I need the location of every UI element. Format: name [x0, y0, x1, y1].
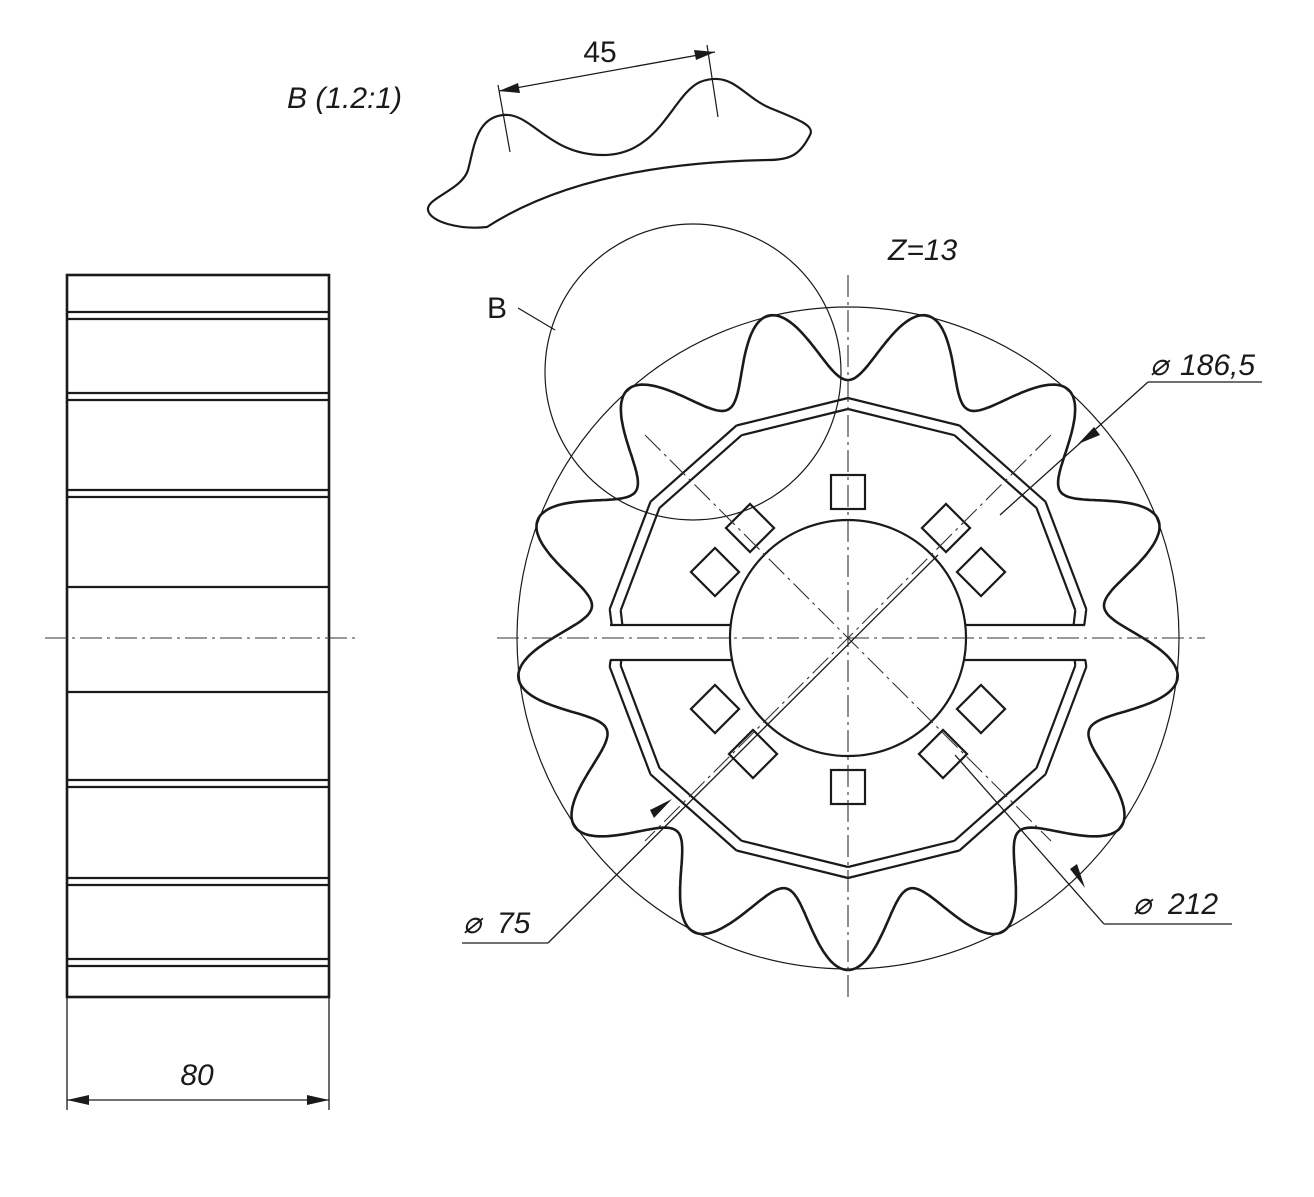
side-view-outline	[65, 273, 331, 999]
pitch-diameter-symbol: ⌀	[1150, 349, 1171, 382]
hub-split-lines	[610, 623, 1086, 662]
bolt-hole-square	[829, 473, 867, 511]
bolt-hole-square	[917, 728, 969, 780]
detail-pitch-dimension-label: 45	[583, 36, 616, 69]
bolt-hole-square	[724, 502, 776, 554]
bolt-hole-square	[920, 502, 972, 554]
outer-diameter-label: 212	[1167, 888, 1218, 921]
main-view: Z=13 B ⌀ 186,5 ⌀ 75 ⌀ 212	[462, 223, 1262, 998]
width-dimension: 80	[66, 997, 330, 1110]
detail-view-b: B (1.2:1) 45	[287, 36, 813, 229]
pitch-diameter-label: 186,5	[1180, 349, 1255, 382]
outer-diameter-dimension: ⌀ 212	[954, 754, 1232, 925]
side-view: 80	[45, 273, 355, 1110]
bolt-hole-square	[727, 728, 779, 780]
detail-profile	[426, 77, 813, 229]
bolt-hole-square	[955, 546, 1007, 598]
bore-diameter-dimension: ⌀ 75	[462, 554, 939, 944]
hub-lower-polygon-outer	[608, 659, 1088, 880]
detail-dim-arrow-right	[694, 50, 715, 60]
hub-upper-polygon-inner	[619, 407, 1077, 626]
width-dimension-label: 80	[180, 1059, 214, 1092]
detail-callout-letter: B	[487, 292, 507, 325]
hub-lower-polygon-inner	[619, 659, 1077, 869]
detail-callout-leader: B	[487, 292, 556, 331]
pitch-diameter-dimension: ⌀ 186,5	[999, 349, 1262, 516]
detail-ext-line-left	[497, 84, 511, 153]
main-centerlines	[497, 275, 1205, 998]
detail-pitch-dimension-line	[498, 51, 716, 92]
bore-diameter-symbol: ⌀	[463, 907, 484, 940]
detail-view-label: B (1.2:1)	[287, 82, 402, 115]
hub-upper-polygon-outer	[608, 396, 1088, 626]
bolt-hole-square	[955, 683, 1007, 735]
detail-callout-circle	[544, 223, 842, 521]
tooth-count-label: Z=13	[887, 234, 958, 267]
bolt-hole-square	[689, 546, 741, 598]
outer-diameter-symbol: ⌀	[1133, 888, 1154, 921]
side-view-groove-lines	[67, 310, 329, 968]
bore-diameter-label: 75	[497, 907, 531, 940]
bolt-hole-square	[689, 683, 741, 735]
detail-dim-arrow-left	[499, 83, 520, 93]
detail-ext-line-right	[706, 44, 719, 118]
